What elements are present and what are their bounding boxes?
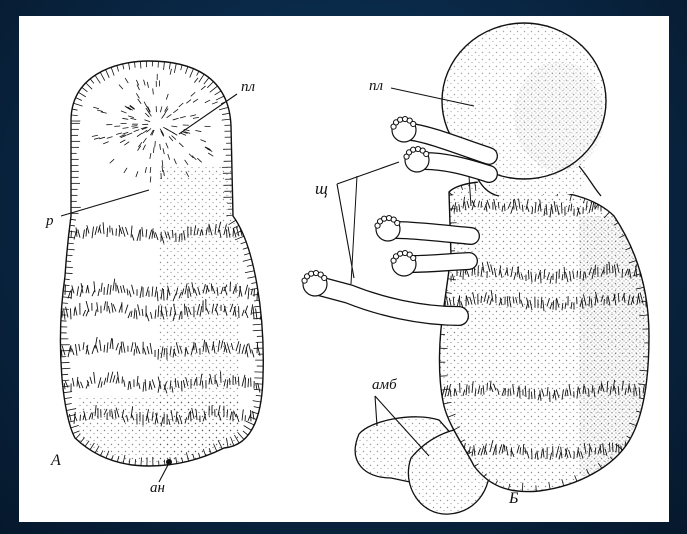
organism-b-body xyxy=(302,23,660,514)
organism-a-body xyxy=(57,61,267,466)
leader-b-shch-1 xyxy=(337,162,399,184)
panel-letter-b: Б xyxy=(509,491,518,507)
arm-tentacle-long xyxy=(302,270,459,316)
leader-b-shch-2 xyxy=(337,184,354,278)
organism-b-stipple xyxy=(439,176,660,496)
figure-panel: пл р ан А пл щ амб Б xyxy=(19,16,669,522)
label-a-pl: пл xyxy=(241,80,255,95)
label-b-shch: щ xyxy=(315,180,328,197)
drawing-canvas xyxy=(19,16,669,522)
label-b-amb: амб xyxy=(372,378,397,393)
label-a-r: р xyxy=(46,214,54,229)
label-b-pl: пл xyxy=(369,79,383,94)
leader-b-amb-1 xyxy=(375,396,377,426)
panel-letter-a: А xyxy=(51,453,61,469)
label-a-an: ан xyxy=(150,481,165,496)
